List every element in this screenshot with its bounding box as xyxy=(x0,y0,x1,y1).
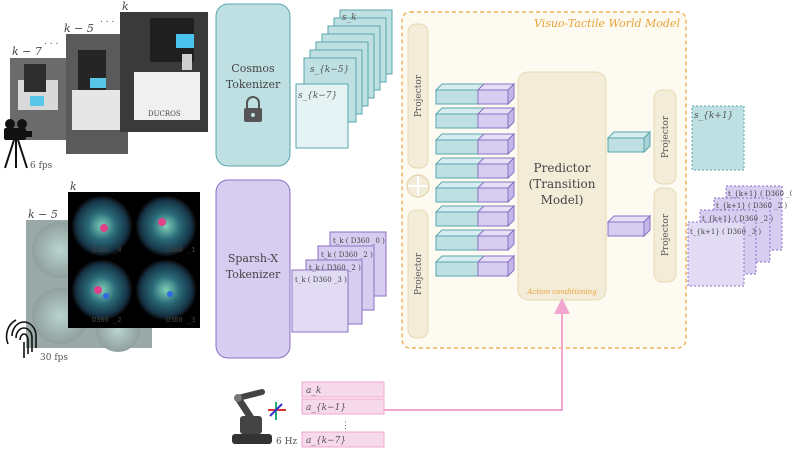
predicted-tactile-0: t_{k+1} ( D360 _0 ) xyxy=(728,190,792,198)
sensor-d360-3 xyxy=(136,260,196,320)
robot-arm-icon xyxy=(232,389,286,444)
projector-tactile-out xyxy=(653,187,677,283)
sensor-label-3: D360 _3 xyxy=(166,316,196,324)
predicted-visual-token xyxy=(691,105,745,171)
visual-token-stack xyxy=(295,9,393,149)
predictor-line3: Model) xyxy=(541,193,584,207)
projector-visual-out xyxy=(653,89,677,185)
token-row xyxy=(434,204,516,228)
token-row xyxy=(434,106,516,130)
action-dots: ⋮ xyxy=(341,421,350,431)
projector-label-visual-out: Projector xyxy=(661,115,671,158)
action-arrow xyxy=(384,298,570,411)
token-row xyxy=(434,228,516,252)
camera-fps: 6 fps xyxy=(30,161,53,171)
concat-plus-icon xyxy=(406,174,430,198)
output-tactile-token xyxy=(606,214,652,238)
sensor-d360-1 xyxy=(136,196,196,256)
token-row xyxy=(434,156,516,180)
cosmos-line2: Tokenizer xyxy=(226,78,281,91)
token-sequence xyxy=(434,82,516,278)
visual-token-top: s_k xyxy=(342,13,357,23)
token-row xyxy=(434,82,516,106)
tactile-token-1: t_k ( D360 _2 ) xyxy=(321,251,373,259)
tactile-label-k-5: k − 5 xyxy=(28,208,58,221)
sparsh-line2: Tokenizer xyxy=(226,268,281,281)
cosmos-line1: Cosmos xyxy=(231,62,275,75)
output-visual-token xyxy=(606,130,652,154)
sparsh-line1: Sparsh-X xyxy=(228,252,278,265)
action-label-0: a_k xyxy=(306,386,321,396)
frame-label-k-7: k − 7 xyxy=(12,45,42,58)
sparsh-tokenizer-box xyxy=(215,179,291,359)
tactile-token-2: t_k ( D360 _2 ) xyxy=(309,264,361,272)
predicted-tactile-1: t_{k+1} ( D360 _2 ) xyxy=(716,202,787,210)
camera-frames xyxy=(10,12,208,154)
tactile-frames xyxy=(26,192,200,352)
predicted-visual-label: s_{k+1} xyxy=(694,111,733,121)
visual-token-mid: s_{k−5} xyxy=(310,65,349,75)
frame-label-k: k xyxy=(122,0,129,13)
projector-tactile-in xyxy=(407,209,429,339)
camera-icon xyxy=(4,119,32,169)
cosmos-tokenizer-box xyxy=(215,3,291,167)
sensor-label-2: D360 _2 xyxy=(92,316,122,324)
action-conditioning-label: Action conditioning xyxy=(526,288,597,296)
predicted-tactile-3: t_{k+1} ( D360 _3 ) xyxy=(690,228,761,236)
lock-icon xyxy=(244,96,262,122)
token-row xyxy=(434,180,516,204)
tactile-fps: 30 fps xyxy=(40,353,68,363)
projector-label-tactile-in: Projector xyxy=(414,252,424,295)
token-row xyxy=(434,132,516,156)
tactile-token-0: t_k ( D360 _0 ) xyxy=(333,237,385,245)
tactile-label-k: k xyxy=(70,180,77,193)
sensor-label-1: D360 _1 xyxy=(166,246,196,254)
action-rate: 6 Hz xyxy=(276,437,297,447)
sensor-label-0: D360 _0 xyxy=(92,246,122,254)
action-a-k-1 xyxy=(301,398,385,415)
projector-label-tactile-out: Projector xyxy=(661,213,671,256)
predicted-tactile-stack xyxy=(687,185,783,287)
tactile-token-stack xyxy=(291,231,387,333)
robot-brand: DUCROS xyxy=(148,110,181,118)
action-a-k-7 xyxy=(301,431,385,448)
action-a-k xyxy=(301,381,385,398)
predictor-line2: (Transition xyxy=(529,177,596,191)
projector-label-visual-in: Projector xyxy=(414,74,424,117)
projector-visual-in xyxy=(407,23,429,169)
predictor-line1: Predictor xyxy=(534,161,591,175)
fingerprint-icon xyxy=(5,319,37,358)
frame-dots: . . . xyxy=(44,37,58,47)
frame-dots-2: . . . xyxy=(100,15,114,25)
frame-label-k-5: k − 5 xyxy=(64,22,94,35)
action-label-2: a_{k−7} xyxy=(306,436,346,446)
action-label-1: a_{k−1} xyxy=(306,403,346,413)
token-row xyxy=(434,254,516,278)
predicted-tactile-2: t_{k+1} ( D360 _2 ) xyxy=(702,215,773,223)
tactile-token-3: t_k ( D360 _3 ) xyxy=(295,276,347,284)
world-model-title: Visuo-Tactile World Model xyxy=(534,17,681,30)
visual-token-front: s_{k−7} xyxy=(298,91,337,101)
